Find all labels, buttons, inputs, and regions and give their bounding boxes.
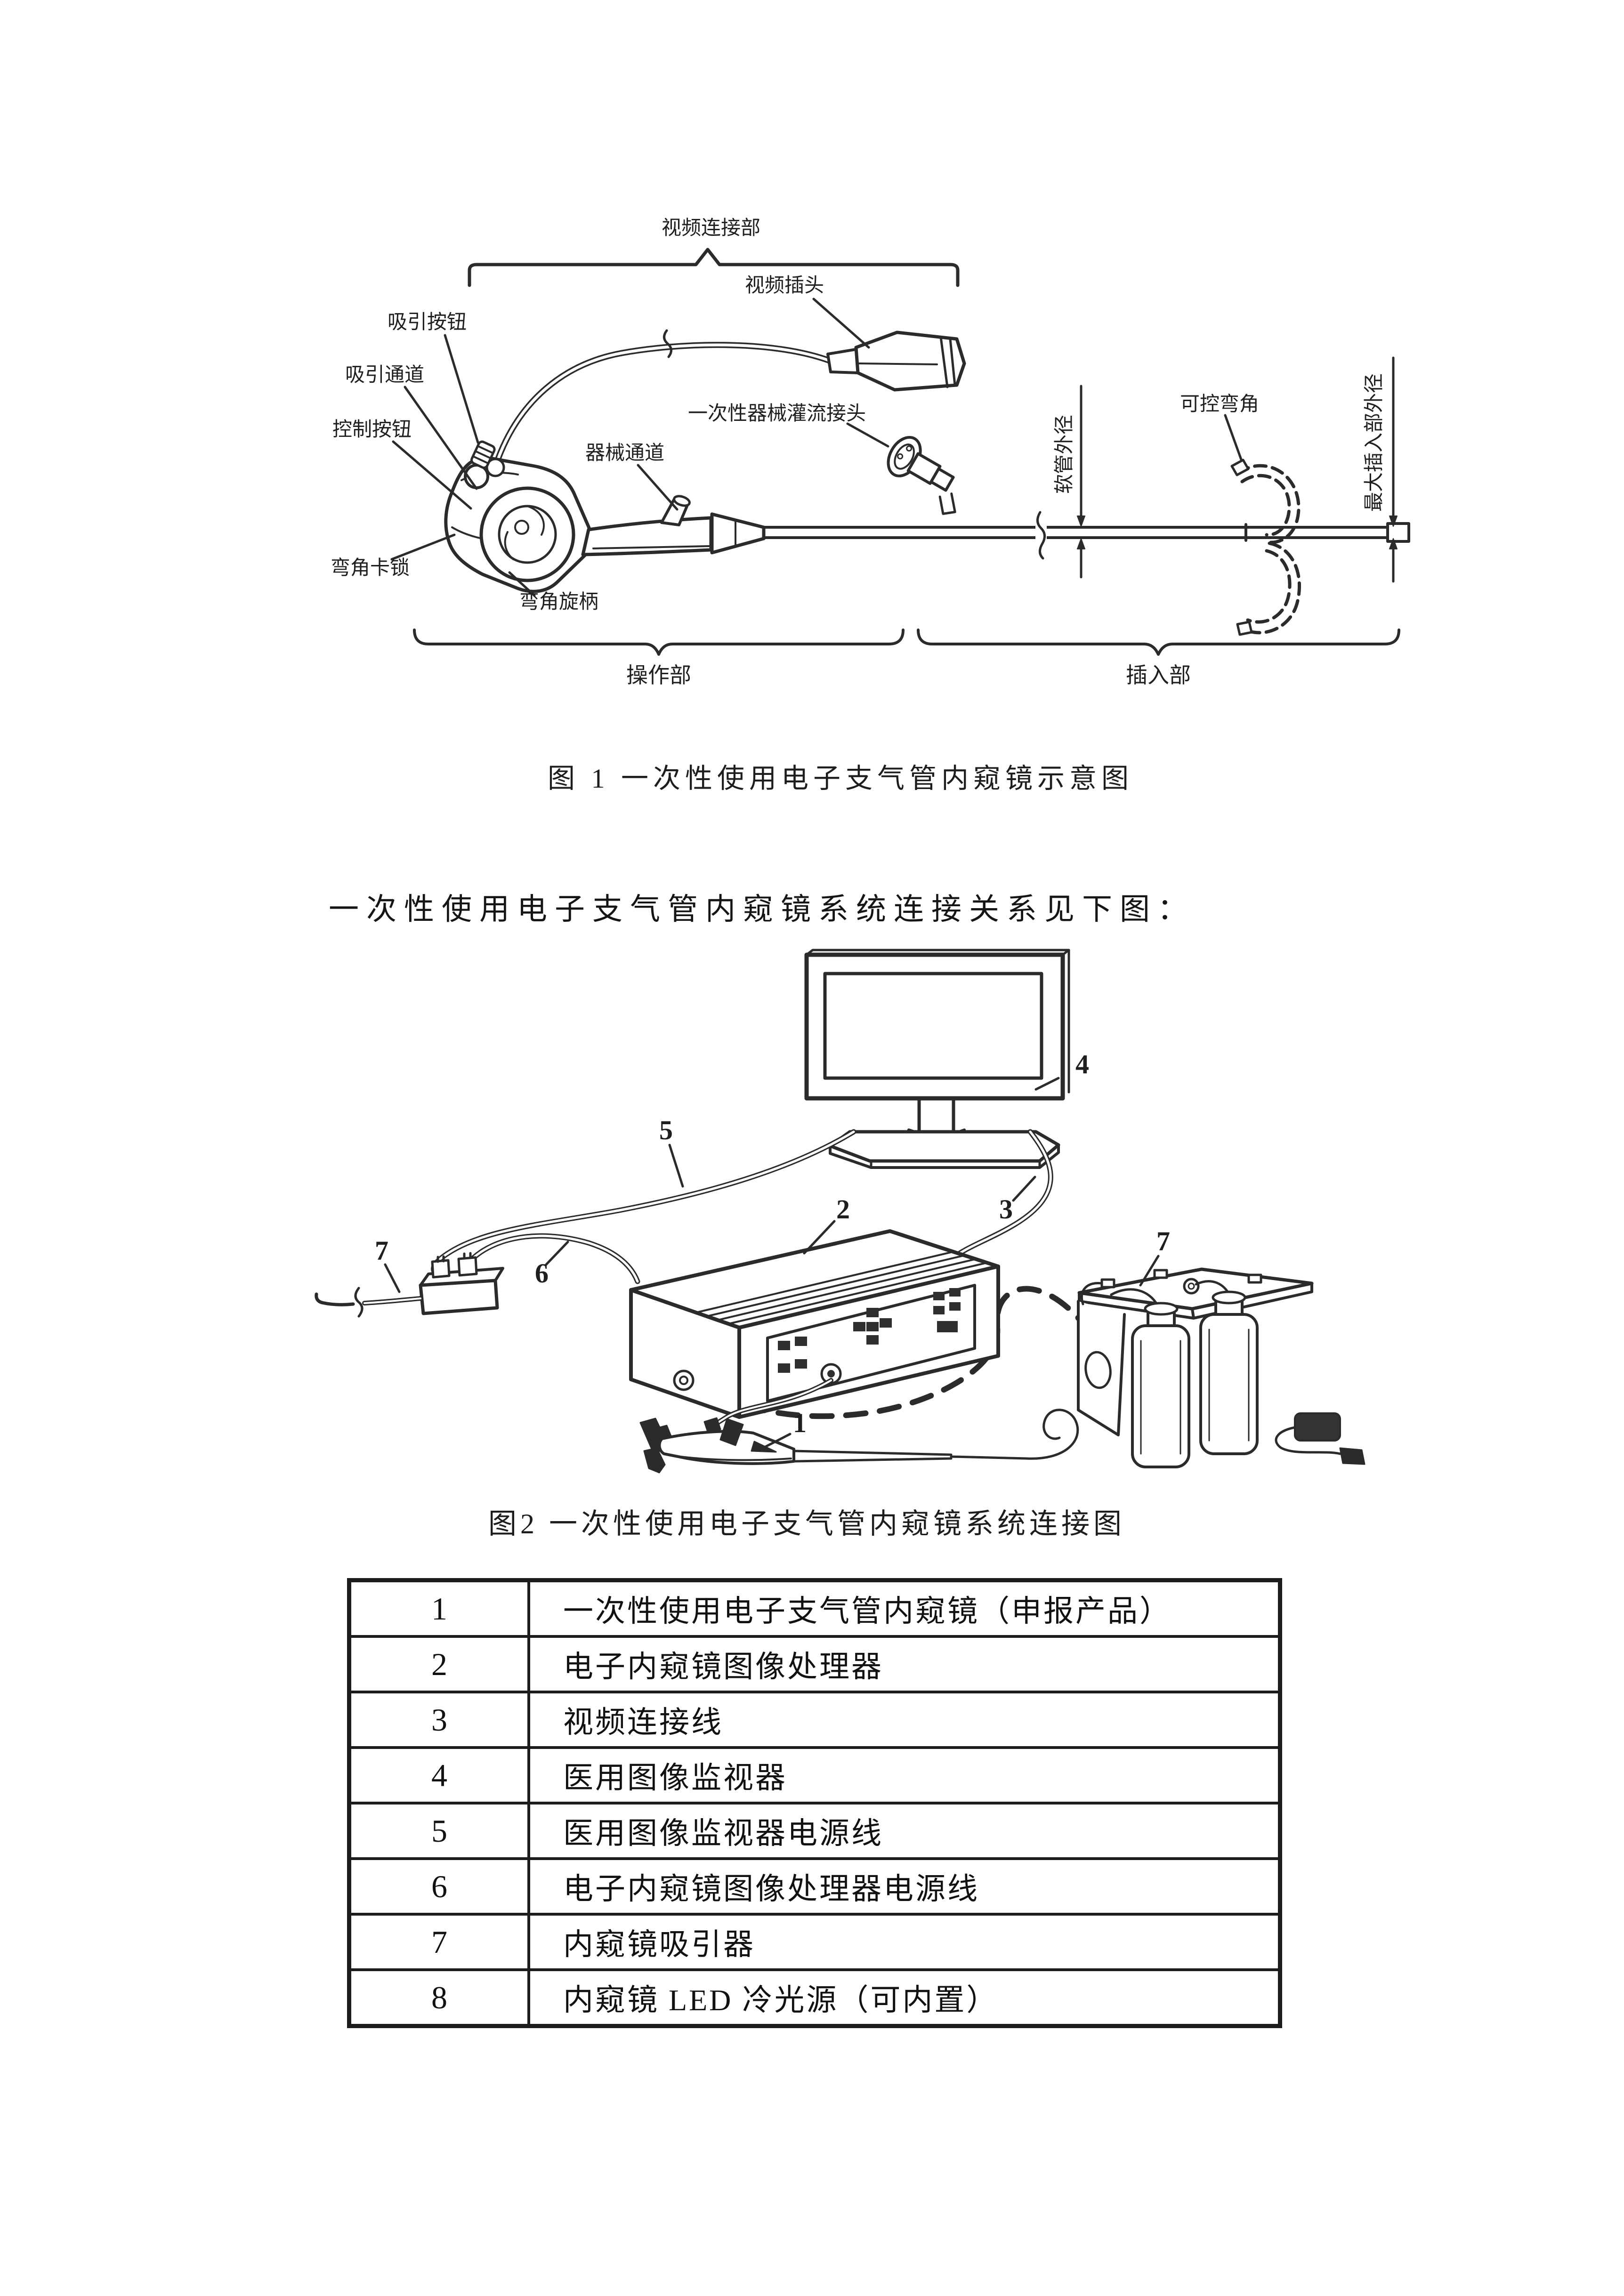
- suction-button-label: 吸引按钮: [388, 312, 467, 333]
- component-number: 3: [347, 1691, 530, 1749]
- component-name: 医用图像监视器: [527, 1746, 1282, 1805]
- endoscope-drawing: [639, 1409, 1079, 1474]
- figure2-caption: 图2 一次性使用电子支气管内窥镜系统连接图: [488, 1508, 1125, 1539]
- irrigation-connector-drawing: [887, 435, 956, 515]
- callout-7-right: 7: [1156, 1226, 1170, 1257]
- component-name: 一次性使用电子支气管内窥镜（申报产品）: [527, 1579, 1282, 1638]
- component-number: 8: [347, 1968, 530, 2028]
- insertion-part-label: 插入部: [1126, 663, 1191, 687]
- table-row: 7 内窥镜吸引器: [347, 1913, 1282, 1971]
- control-button-label: 控制按钮: [332, 419, 412, 441]
- suction-unit-drawing: [1077, 1267, 1365, 1468]
- insertion-tube-drawing: [762, 511, 1410, 560]
- max-insertion-od-dimension: [1389, 356, 1398, 583]
- video-plug-drawing: [826, 330, 966, 392]
- video-connection-label: 视频连接部: [662, 218, 760, 239]
- max-insertion-od-label: 最大插入部外径: [1364, 373, 1385, 512]
- component-number: 5: [347, 1802, 530, 1860]
- suction-port-drawing: [470, 440, 496, 469]
- bending-section-drawing: [1236, 464, 1301, 635]
- component-number: 2: [347, 1635, 530, 1693]
- handle-body-drawing: [444, 440, 595, 593]
- component-name: 内窥镜吸引器: [527, 1913, 1282, 1971]
- grip-drawing: [581, 495, 766, 556]
- callout-3: 3: [999, 1194, 1013, 1225]
- table-row: 4 医用图像监视器: [347, 1746, 1282, 1805]
- irrigation-connector-label: 一次性器械灌流接头: [688, 403, 866, 425]
- callout-6: 6: [535, 1258, 549, 1289]
- component-number: 4: [347, 1746, 530, 1805]
- table-row: 3 视频连接线: [347, 1691, 1282, 1749]
- figure2-leader-lines: [384, 1077, 1160, 1451]
- figure1-leader-lines: [390, 298, 1243, 597]
- suction-channel-label: 吸引通道: [345, 364, 424, 386]
- component-name: 电子内窥镜图像处理器电源线: [527, 1857, 1282, 1916]
- component-name: 内窥镜 LED 冷光源（可内置）: [527, 1968, 1282, 2028]
- monitor-drawing: [804, 949, 1070, 1169]
- suction-tube-dashed-line: [688, 1286, 1093, 1419]
- video-plug-label: 视频插头: [745, 275, 824, 297]
- instrument-channel-label: 器械通道: [585, 443, 664, 464]
- table-row: 2 电子内窥镜图像处理器: [347, 1635, 1282, 1693]
- operation-part-brace: [413, 628, 905, 656]
- connection-note: 一次性使用电子支气管内窥镜系统连接关系见下图：: [329, 893, 1195, 926]
- table-row: 1 一次性使用电子支气管内窥镜（申报产品）: [347, 1579, 1282, 1638]
- soft-tube-od-label: 软管外径: [1054, 415, 1075, 494]
- bend-knob-drawing: [479, 486, 575, 582]
- cable-break-mark: [663, 329, 672, 358]
- component-number: 7: [347, 1913, 530, 1971]
- component-name: 医用图像监视器电源线: [527, 1802, 1282, 1860]
- callout-7-left: 7: [375, 1235, 388, 1266]
- insertion-part-brace: [917, 628, 1400, 656]
- video-section-bracket: [468, 248, 960, 287]
- operation-part-label: 操作部: [626, 663, 691, 687]
- component-number: 1: [347, 1579, 530, 1638]
- power-strip-drawing: [315, 1252, 504, 1318]
- controllable-bend-label: 可控弯角: [1180, 393, 1259, 415]
- figure1-caption: 图 1 一次性使用电子支气管内窥镜示意图: [548, 763, 1134, 794]
- component-name: 视频连接线: [527, 1691, 1282, 1749]
- table-row: 5 医用图像监视器电源线: [347, 1802, 1282, 1860]
- processor-drawing: [629, 1229, 1000, 1419]
- callout-2: 2: [836, 1194, 850, 1225]
- figure2-system-diagram: 4 5 3 2 7 6 1 7: [315, 949, 1365, 1474]
- figure1-endoscope-diagram: 视频连接部 视频插头 吸引按钮 吸引通道 控制按钮 一次性器械灌流接头 器械通道…: [331, 218, 1410, 687]
- component-number: 6: [347, 1857, 530, 1916]
- table-row: 8 内窥镜 LED 冷光源（可内置）: [347, 1968, 1282, 2028]
- callout-5: 5: [659, 1115, 673, 1145]
- callout-4: 4: [1075, 1049, 1089, 1080]
- component-name: 电子内窥镜图像处理器: [527, 1635, 1282, 1693]
- component-table: 1 一次性使用电子支气管内窥镜（申报产品） 2 电子内窥镜图像处理器 3 视频连…: [347, 1578, 1282, 2028]
- table-row: 6 电子内窥镜图像处理器电源线: [347, 1857, 1282, 1916]
- bend-knob-label: 弯角旋柄: [519, 591, 598, 613]
- soft-tube-od-dimension: [1077, 385, 1085, 579]
- callout-1: 1: [793, 1408, 807, 1438]
- bend-lock-label: 弯角卡锁: [331, 557, 410, 579]
